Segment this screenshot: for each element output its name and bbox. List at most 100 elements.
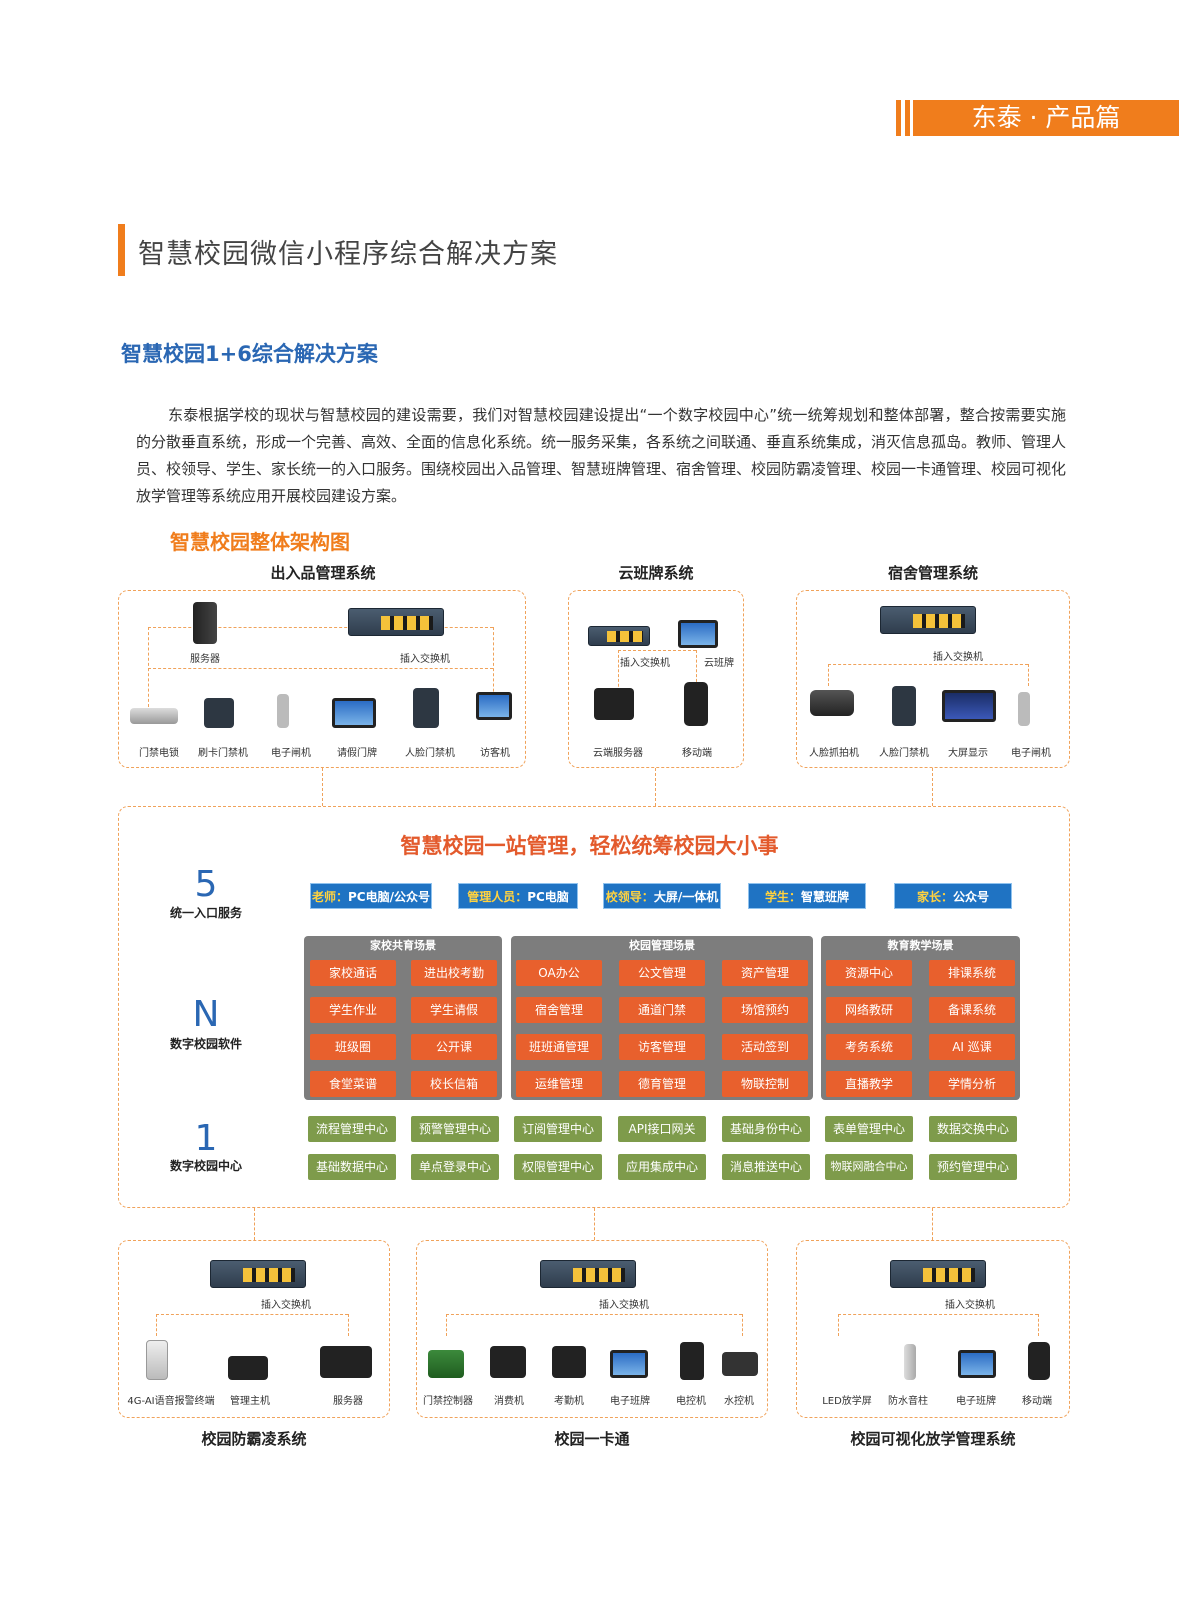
- device-label: 电子闸机: [271, 748, 311, 759]
- class-board-icon: [610, 1350, 648, 1378]
- device-label: LED放学屏: [822, 1396, 872, 1407]
- center-slogan: 智慧校园一站管理，轻松统筹校园大小事: [400, 834, 779, 858]
- scene-cell: 资源中心: [826, 960, 912, 986]
- scene-cell: OA办公: [516, 960, 602, 986]
- connector: [655, 768, 656, 806]
- turnstile-icon: [277, 694, 289, 728]
- device-label: 访客机: [480, 748, 510, 759]
- card-reader-icon: [204, 698, 234, 728]
- connector: [446, 1314, 742, 1315]
- device-label: 请假门牌: [337, 748, 377, 759]
- connector: [446, 1314, 447, 1336]
- class-board-icon: [958, 1350, 996, 1378]
- scene-cell: 考务系统: [826, 1034, 912, 1060]
- device-label: 大屏显示: [948, 748, 988, 759]
- section-tag: 东泰 · 产品篇: [913, 100, 1179, 136]
- speaker-column-icon: [904, 1344, 916, 1380]
- scene-cell: 班班通管理: [516, 1034, 602, 1060]
- device-label: 移动端: [1022, 1396, 1052, 1407]
- center-module: 应用集成中心: [618, 1154, 706, 1180]
- attendance-icon: [552, 1346, 586, 1378]
- device-label: 门禁电锁: [139, 748, 179, 759]
- center-module: API接口网关: [618, 1116, 706, 1142]
- system-label-access: 出入品管理系统: [270, 564, 376, 582]
- scene-cell: 运维管理: [516, 1071, 602, 1097]
- level-number: N: [192, 994, 220, 1035]
- system-label-anti-bullying: 校园防霸凌系统: [201, 1430, 307, 1448]
- connector: [932, 768, 933, 806]
- center-module: 表单管理中心: [825, 1116, 913, 1142]
- connector: [322, 768, 323, 806]
- entry-admin: 管理人员：PC电脑: [458, 883, 578, 909]
- device-label: 电控机: [676, 1396, 706, 1407]
- turnstile-icon: [1018, 692, 1030, 726]
- scene-cell: 家校通话: [310, 960, 396, 986]
- connector: [742, 1314, 743, 1336]
- scene-cell: 班级圈: [310, 1034, 396, 1060]
- device-label: 门禁控制器: [423, 1396, 473, 1407]
- connector: [618, 650, 619, 706]
- scene-cell: 场馆预约: [722, 997, 808, 1023]
- connector: [493, 627, 494, 707]
- device-label: 考勤机: [554, 1396, 584, 1407]
- center-module: 权限管理中心: [514, 1154, 602, 1180]
- panel-title: 校园管理场景: [629, 939, 695, 952]
- system-label-dorm: 宿舍管理系统: [887, 564, 978, 582]
- intro-paragraph: 东泰根据学校的现状与智慧校园的建设需要，我们对智慧校园建设提出“一个数字校园中心…: [136, 406, 1067, 505]
- center-module: 流程管理中心: [308, 1116, 396, 1142]
- system-box-access: [118, 590, 526, 768]
- system-label-dismissal: 校园可视化放学管理系统: [850, 1430, 1016, 1448]
- device-label: 消费机: [494, 1396, 524, 1407]
- system-box-dorm: [796, 590, 1070, 768]
- entry-principal: 校领导：大屏/一体机: [603, 883, 721, 909]
- face-terminal-icon: [892, 686, 916, 726]
- connector: [828, 664, 1028, 665]
- scene-cell: 活动签到: [722, 1034, 808, 1060]
- tag-stripe-2: [905, 100, 910, 136]
- switch-icon: [348, 608, 444, 636]
- connector: [148, 627, 149, 707]
- device-label: 服务器: [333, 1396, 363, 1407]
- server-icon: [193, 602, 217, 644]
- device-label: 服务器: [190, 654, 220, 665]
- scene-cell: 排课系统: [929, 960, 1015, 986]
- level-label: 统一入口服务: [169, 906, 242, 920]
- center-module: 数据交换中心: [929, 1116, 1017, 1142]
- device-label: 人脸抓拍机: [809, 748, 859, 759]
- connector: [838, 1314, 839, 1336]
- controller-board-icon: [428, 1350, 464, 1378]
- system-label-class-board: 云班牌系统: [618, 564, 694, 582]
- face-terminal-icon: [413, 688, 439, 728]
- class-board-icon: [678, 620, 718, 648]
- electric-control-icon: [680, 1342, 704, 1380]
- device-label: 插入交换机: [620, 658, 670, 669]
- center-module: 预警管理中心: [411, 1116, 499, 1142]
- system-box-dismissal: [796, 1240, 1070, 1418]
- scene-cell: 学生作业: [310, 997, 396, 1023]
- display-icon: [332, 698, 376, 728]
- connector: [148, 668, 493, 669]
- connector: [594, 1208, 595, 1240]
- connector: [696, 650, 697, 706]
- big-screen-icon: [942, 690, 996, 722]
- level-number: 1: [194, 1118, 218, 1159]
- center-module: 单点登录中心: [411, 1154, 499, 1180]
- level-label: 数字校园中心: [169, 1159, 242, 1173]
- device-label: 人脸门禁机: [405, 748, 455, 759]
- system-box-anti-bullying: [118, 1240, 390, 1418]
- connector: [838, 1314, 1038, 1315]
- scene-cell: 进出校考勤: [411, 960, 497, 986]
- device-label: 水控机: [724, 1396, 754, 1407]
- console-icon: [228, 1356, 268, 1380]
- tag-stripe-1: [896, 100, 901, 136]
- mobile-icon: [684, 682, 708, 726]
- alarm-terminal-icon: [146, 1340, 168, 1380]
- device-label: 插入交换机: [261, 1300, 311, 1311]
- device-label: 插入交换机: [599, 1300, 649, 1311]
- switch-icon: [540, 1260, 636, 1288]
- entry-student: 学生：智慧班牌: [748, 883, 866, 909]
- device-label: 电子班牌: [956, 1396, 996, 1407]
- device-label: 插入交换机: [400, 654, 450, 665]
- connector: [828, 664, 829, 686]
- scene-cell: 访客管理: [619, 1034, 705, 1060]
